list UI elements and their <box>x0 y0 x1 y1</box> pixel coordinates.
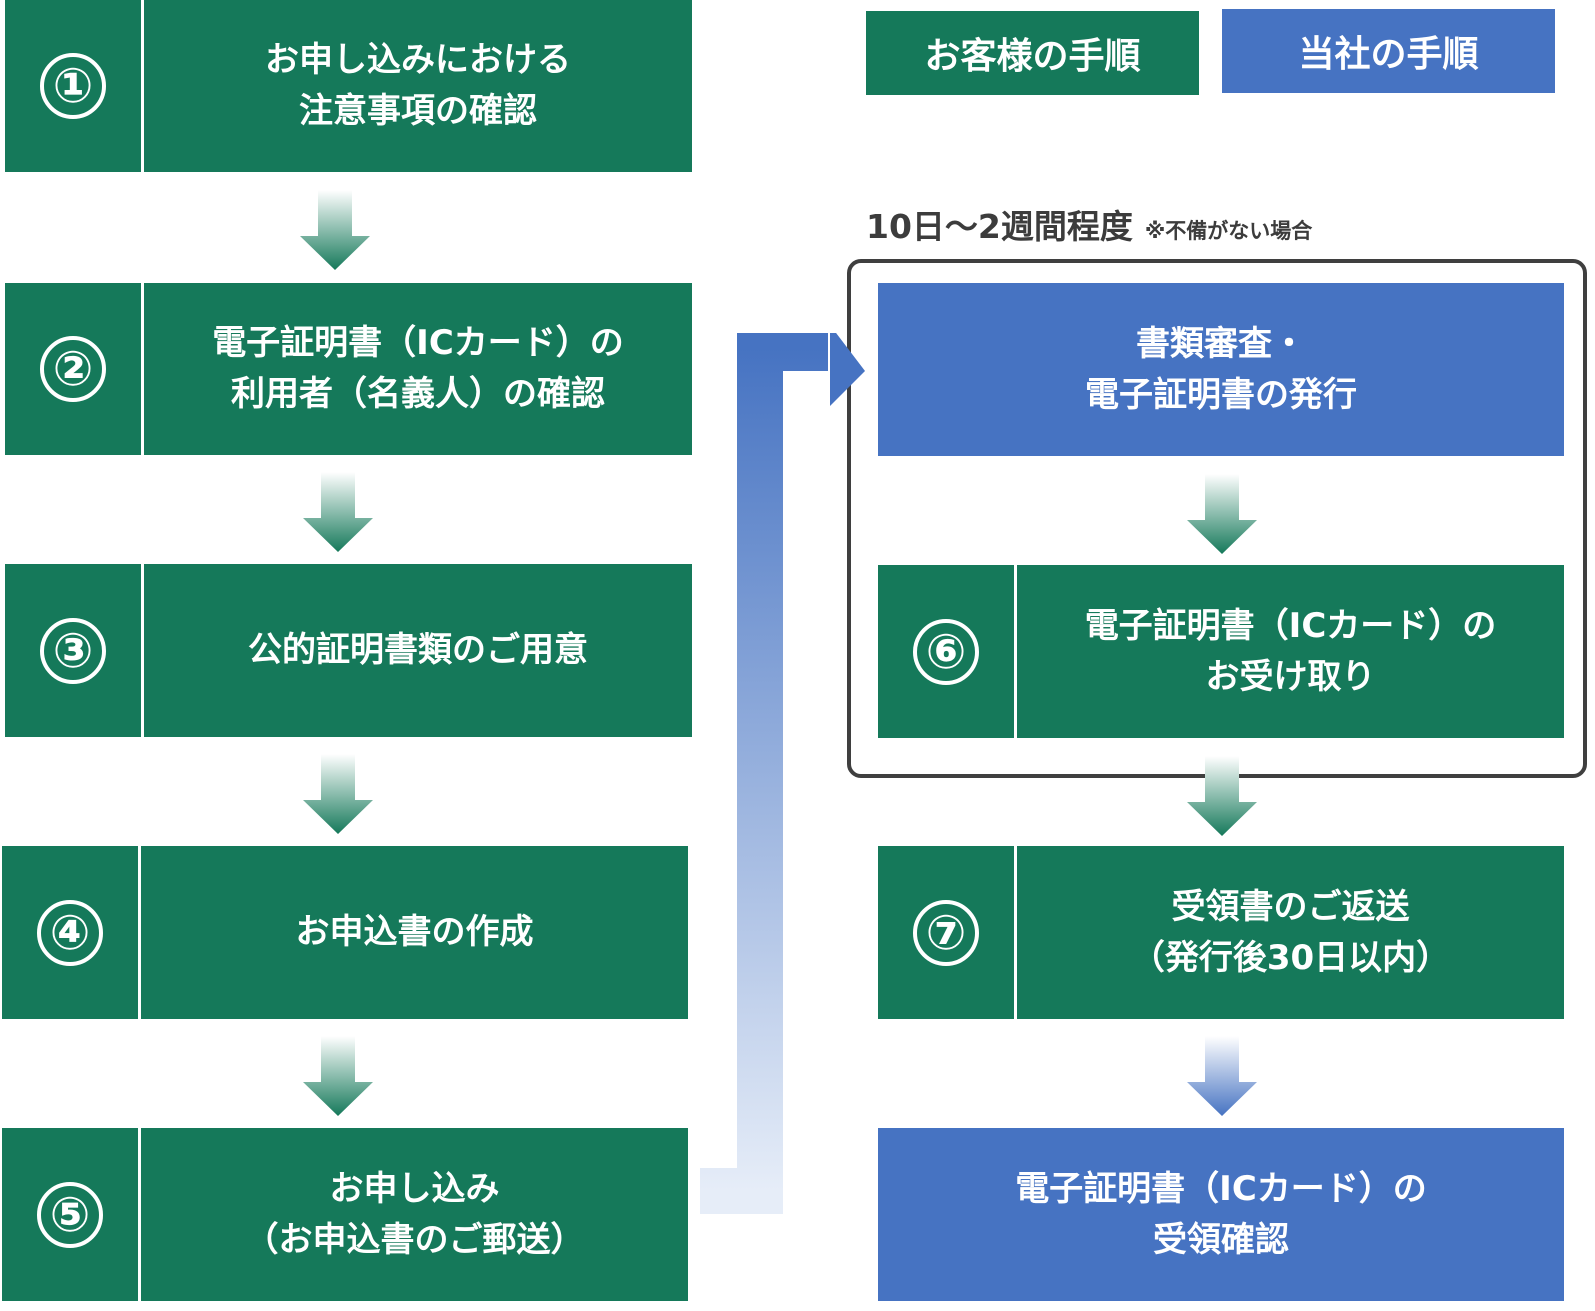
step-1-number: ① <box>52 58 94 114</box>
legend-customer-label: お客様の手順 <box>924 36 1141 77</box>
step-4-number: ④ <box>49 904 91 961</box>
step-3-number: ③ <box>52 622 94 679</box>
step-5-number-cell: ⑤ <box>2 1128 141 1301</box>
step-4-label: お申込書の作成 <box>295 912 534 952</box>
step-1-box: ① お申し込みにおける 注意事項の確認 <box>5 0 692 172</box>
step-7-box: ⑦ 受領書のご返送 （発行後30日以内） <box>878 846 1564 1019</box>
step-4-number-circle: ④ <box>37 899 103 966</box>
review-issue-box: 書類審査・ 電子証明書の発行 <box>878 283 1564 456</box>
step-6-number-circle: ⑥ <box>913 618 979 685</box>
step-3-label: 公的証明書類のご用意 <box>248 630 588 670</box>
duration-label: 10日～2週間程度 ※不備がない場合 <box>866 200 1312 248</box>
step-6-label: 電子証明書（ICカード）の お受け取り <box>1084 605 1497 697</box>
step-5-number: ⑤ <box>49 1186 91 1243</box>
duration-main: 10日～2週間程度 <box>866 207 1133 246</box>
receipt-confirm-label: 電子証明書（ICカード）の 受領確認 <box>1015 1168 1427 1260</box>
arrow-down-icon <box>303 754 373 834</box>
arrow-down-icon <box>300 190 370 270</box>
step-2-number-circle: ② <box>40 336 106 402</box>
step-7-label: 受領書のご返送 （発行後30日以内） <box>1130 886 1451 978</box>
legend-company-label: 当社の手順 <box>1298 34 1479 75</box>
step-3-box: ③ 公的証明書類のご用意 <box>5 564 692 737</box>
arrow-down-icon <box>1187 474 1257 554</box>
arrow-down-icon <box>1187 1036 1257 1116</box>
step-2-number: ② <box>52 341 94 397</box>
arrow-down-icon <box>303 472 373 552</box>
step-4-number-cell: ④ <box>2 846 141 1019</box>
step-4-box: ④ お申込書の作成 <box>2 846 688 1019</box>
arrow-down-icon <box>1187 756 1257 836</box>
review-issue-label: 書類審査・ 電子証明書の発行 <box>1085 323 1357 415</box>
step-5-label: お申し込み （お申込書のご郵送） <box>244 1168 585 1260</box>
legend-company-steps: 当社の手順 <box>1222 9 1555 93</box>
duration-note: ※不備がない場合 <box>1144 219 1313 243</box>
step-1-number-cell: ① <box>5 0 144 172</box>
step-7-number-cell: ⑦ <box>878 846 1017 1019</box>
step-3-number-circle: ③ <box>40 617 106 684</box>
connector-arrow-icon <box>700 333 865 1214</box>
receipt-confirm-box: 電子証明書（ICカード）の 受領確認 <box>878 1128 1564 1301</box>
step-7-number-circle: ⑦ <box>913 899 979 966</box>
arrow-down-icon <box>303 1036 373 1116</box>
step-7-number: ⑦ <box>925 904 967 961</box>
step-2-label: 電子証明書（ICカード）の 利用者（名義人）の確認 <box>212 323 624 414</box>
step-6-number: ⑥ <box>925 623 967 680</box>
step-1-number-circle: ① <box>40 53 106 119</box>
step-5-number-circle: ⑤ <box>37 1181 103 1248</box>
step-5-box: ⑤ お申し込み （お申込書のご郵送） <box>2 1128 688 1301</box>
step-2-box: ② 電子証明書（ICカード）の 利用者（名義人）の確認 <box>5 283 692 455</box>
step-1-label: お申し込みにおける 注意事項の確認 <box>265 40 571 131</box>
step-3-number-cell: ③ <box>5 564 144 737</box>
step-2-number-cell: ② <box>5 283 144 455</box>
step-6-box: ⑥ 電子証明書（ICカード）の お受け取り <box>878 565 1564 738</box>
legend-customer-steps: お客様の手順 <box>866 11 1199 95</box>
step-6-number-cell: ⑥ <box>878 565 1017 738</box>
